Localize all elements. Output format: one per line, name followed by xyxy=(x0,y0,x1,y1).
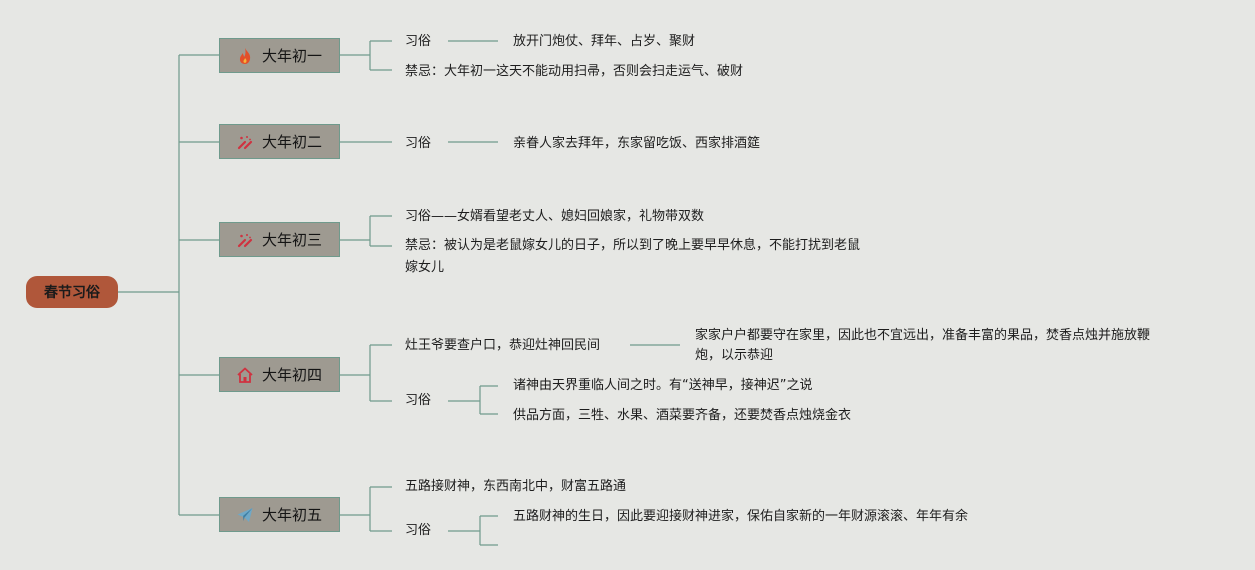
day1-custom-detail: 放开门炮仗、拜年、占岁、聚财 xyxy=(513,34,696,49)
connector-day4-custom xyxy=(448,385,498,415)
day-label: 大年初二 xyxy=(262,133,323,151)
day5-custom-item-1: 五路财神的生日，因此要迎接财神进家，保佑自家新的一年财源滚滚、年年有余 xyxy=(513,509,969,524)
fire-icon xyxy=(239,47,251,64)
house-icon xyxy=(237,367,253,383)
day1-custom-label: 习俗 xyxy=(405,34,432,49)
connector-day1-branch xyxy=(340,40,498,71)
day-node-1[interactable]: 大年初一 xyxy=(219,38,340,73)
day4-kitchen-god: 灶王爷要查户口，恭迎灶神回民间 xyxy=(405,338,601,353)
day-node-4[interactable]: 大年初四 xyxy=(219,357,340,392)
day5-wealth: 五路接财神，东西南北中，财富五路通 xyxy=(405,479,627,494)
connector-day5-branch xyxy=(340,486,392,532)
day4-custom-item-2: 供品方面，三牲、水果、酒菜要齐备，还要焚香点烛烧金衣 xyxy=(513,408,852,423)
day-node-3[interactable]: 大年初三 xyxy=(219,222,340,257)
day4-kitchen-god-detail-line1: 家家户户都要守在家里，因此也不宜远出，准备丰富的果品，焚香点烛并施放鞭 xyxy=(695,328,1151,343)
firecracker-icon xyxy=(237,233,253,247)
day5-custom-label: 习俗 xyxy=(405,523,432,538)
day4-custom-item-1: 诸神由天界重临人间之时。有“送神早，接神迟”之说 xyxy=(513,378,813,393)
paper-plane-icon xyxy=(237,507,253,522)
day-label: 大年初五 xyxy=(262,506,323,524)
day-label: 大年初一 xyxy=(262,47,323,65)
day4-custom-label: 习俗 xyxy=(405,393,432,408)
connector-day4-branch xyxy=(340,344,680,402)
day2-custom-label: 习俗 xyxy=(405,136,432,151)
day-label: 大年初三 xyxy=(262,231,323,249)
day2-custom-detail: 亲眷人家去拜年，东家留吃饭、西家排酒筵 xyxy=(513,136,761,151)
day4-kitchen-god-detail-line2: 炮，以示恭迎 xyxy=(695,348,774,363)
day-label: 大年初四 xyxy=(262,366,323,384)
day3-custom: 习俗——女婿看望老丈人、媳妇回娘家，礼物带双数 xyxy=(405,209,705,224)
firecracker-icon xyxy=(237,135,253,149)
connector-day5-custom xyxy=(448,515,498,546)
connector-day3-branch xyxy=(340,215,392,247)
day1-taboo: 禁忌：大年初一这天不能动用扫帚，否则会扫走运气、破财 xyxy=(405,64,744,79)
day3-taboo-line1: 禁忌：被认为是老鼠嫁女儿的日子，所以到了晚上要早早休息，不能打扰到老鼠 xyxy=(405,238,861,253)
day-node-5[interactable]: 大年初五 xyxy=(219,497,340,532)
root-topic[interactable]: 春节习俗 xyxy=(26,276,118,308)
day3-taboo-line2: 嫁女儿 xyxy=(405,260,445,275)
day-node-2[interactable]: 大年初二 xyxy=(219,124,340,159)
